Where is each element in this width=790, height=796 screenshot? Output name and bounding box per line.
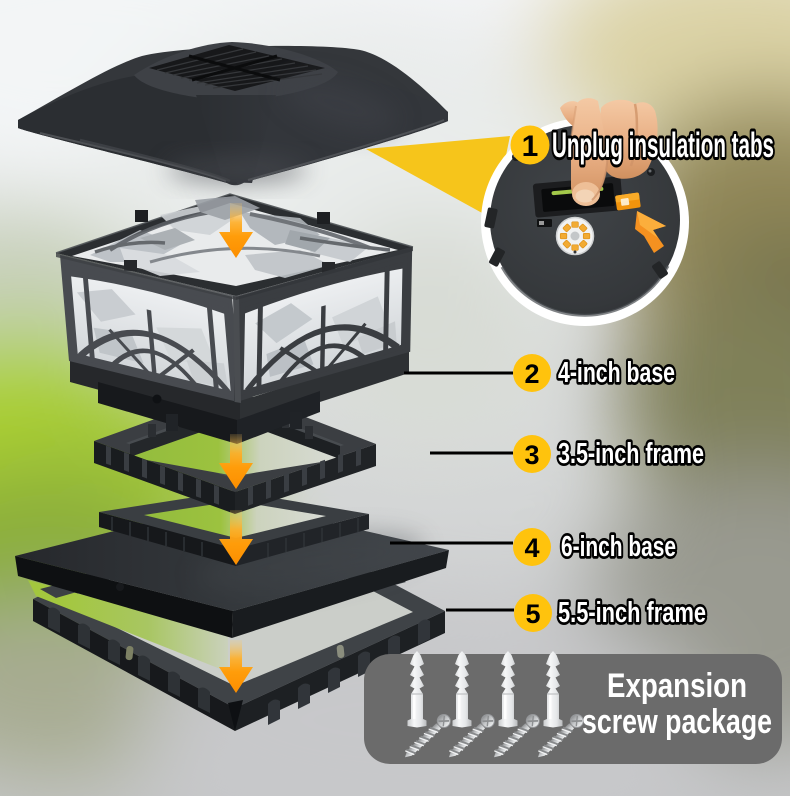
svg-text:Unplug insulation tabs: Unplug insulation tabs <box>552 126 774 165</box>
svg-text:3: 3 <box>524 440 539 470</box>
svg-text:Expansion: Expansion <box>607 667 747 705</box>
svg-text:4: 4 <box>524 533 539 563</box>
svg-text:5.5-inch frame: 5.5-inch frame <box>558 597 706 629</box>
svg-text:3.5-inch frame: 3.5-inch frame <box>558 438 704 470</box>
svg-text:6-inch base: 6-inch base <box>561 531 676 563</box>
svg-text:2: 2 <box>524 359 539 389</box>
svg-text:1: 1 <box>522 130 539 163</box>
svg-text:4-inch base: 4-inch base <box>558 357 675 389</box>
svg-text:5: 5 <box>525 599 540 629</box>
svg-text:screw package: screw package <box>582 703 772 741</box>
